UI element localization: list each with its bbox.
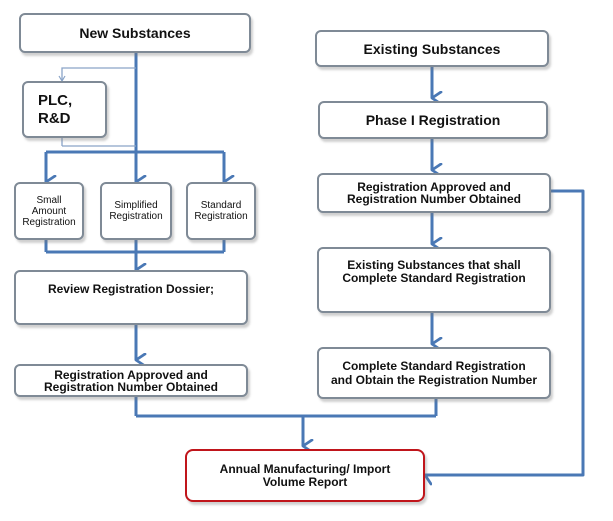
plc-rd-box: PLC, R&D xyxy=(22,81,107,138)
connector-plc-bracket-top xyxy=(62,67,136,81)
phase-1-registration-box: Phase I Registration xyxy=(318,101,548,139)
complete-standard-registration-label: Complete Standard Registration and Obtai… xyxy=(330,359,537,387)
simplified-registration-label: Simplified Registration xyxy=(109,200,163,222)
new-substances-label: New Substances xyxy=(79,25,191,41)
standard-registration-box: Standard Registration xyxy=(186,182,256,240)
annual-volume-report-box: Annual Manufacturing/ Import Volume Repo… xyxy=(185,449,425,502)
complete-standard-registration-box: Complete Standard Registration and Obtai… xyxy=(317,347,551,399)
registration-approved-left-box: Registration Approved and Registration N… xyxy=(14,364,248,397)
phase-1-registration-label: Phase I Registration xyxy=(365,112,501,128)
registration-approved-right-label: Registration Approved and Registration N… xyxy=(346,180,522,206)
existing-substances-shall-complete-label: Existing Substances that shall Complete … xyxy=(342,258,526,285)
existing-substances-shall-complete-box: Existing Substances that shall Complete … xyxy=(317,247,551,313)
small-amount-registration-label: Small Amount Registration xyxy=(22,194,76,228)
plc-rd-label: PLC, R&D xyxy=(38,91,73,127)
review-registration-dossier-box: Review Registration Dossier; xyxy=(14,270,248,325)
existing-substances-box: Existing Substances xyxy=(315,30,549,67)
registration-approved-right-box: Registration Approved and Registration N… xyxy=(317,173,551,213)
small-amount-registration-box: Small Amount Registration xyxy=(14,182,84,240)
registration-approved-left-label: Registration Approved and Registration N… xyxy=(43,367,219,394)
standard-registration-label: Standard Registration xyxy=(194,200,248,222)
connector-right-loop xyxy=(425,189,585,475)
annual-volume-report-label: Annual Manufacturing/ Import Volume Repo… xyxy=(219,461,391,489)
existing-substances-label: Existing Substances xyxy=(363,40,501,57)
review-registration-dossier-label: Review Registration Dossier; xyxy=(47,282,215,296)
new-substances-box: New Substances xyxy=(19,13,251,53)
simplified-registration-box: Simplified Registration xyxy=(100,182,172,240)
